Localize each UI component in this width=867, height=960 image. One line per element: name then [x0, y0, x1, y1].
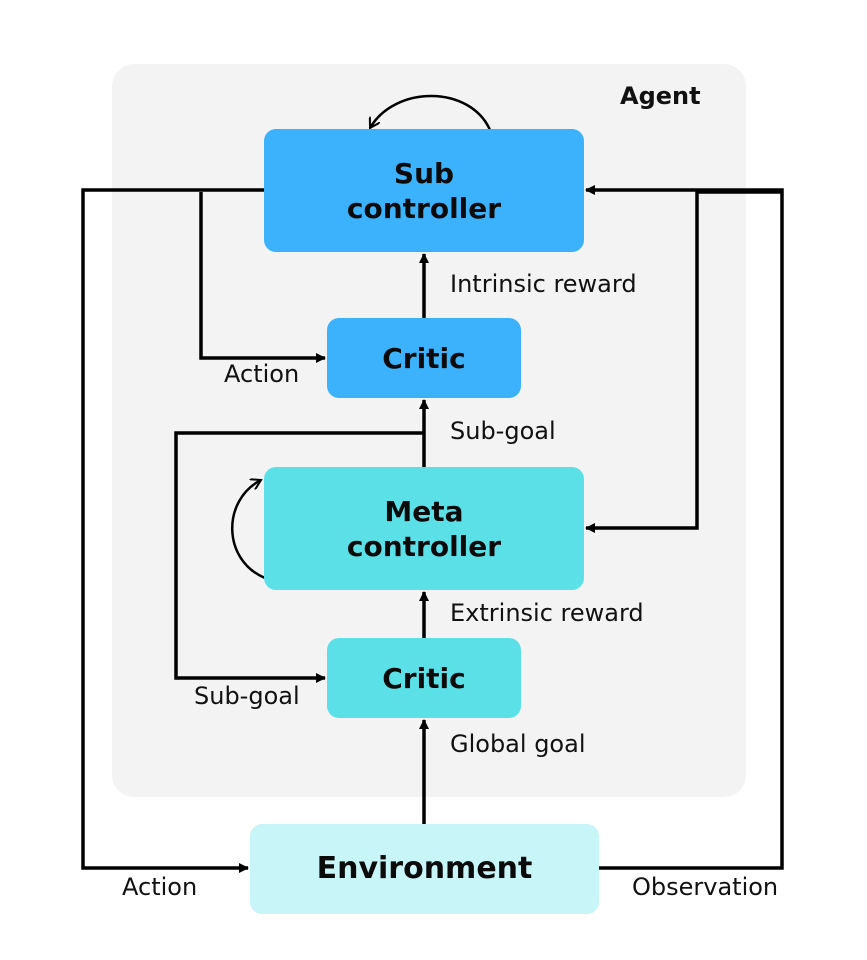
observation-label: Observation — [632, 873, 779, 901]
environment-node: Environment — [250, 824, 599, 914]
action-outer-label: Action — [122, 873, 198, 901]
sub-goal-lower-label: Sub-goal — [194, 682, 300, 710]
sub-goal-upper-label: Sub-goal — [450, 417, 556, 445]
sub-controller-label-2: controller — [346, 191, 502, 225]
meta-controller-label-2: controller — [346, 529, 502, 563]
meta-controller-node: Meta controller — [264, 467, 584, 590]
observation-meta-line — [585, 190, 782, 533]
sub-controller-self-loop — [370, 94, 492, 131]
agent-title: Agent — [620, 82, 701, 110]
intrinsic-reward-label: Intrinsic reward — [450, 270, 637, 298]
meta-controller-label-1: Meta — [384, 494, 464, 528]
extrinsic-reward-label: Extrinsic reward — [450, 599, 644, 627]
critic-top-label: Critic — [382, 341, 466, 375]
action-outer-line — [81, 188, 264, 873]
sub-controller-label-1: Sub — [393, 156, 455, 190]
environment-label: Environment — [316, 851, 533, 887]
critic-bottom-node: Critic — [327, 638, 521, 718]
critic-bottom-label: Critic — [382, 661, 466, 695]
sub-controller-node: Sub controller — [264, 129, 584, 252]
action-inner-line — [199, 192, 326, 363]
critic-top-node: Critic — [327, 318, 521, 398]
sub-goal-loop-line — [174, 431, 424, 683]
action-inner-label: Action — [224, 360, 300, 388]
meta-controller-self-loop — [231, 480, 266, 580]
observation-line — [585, 185, 784, 870]
global-goal-label: Global goal — [450, 730, 586, 758]
